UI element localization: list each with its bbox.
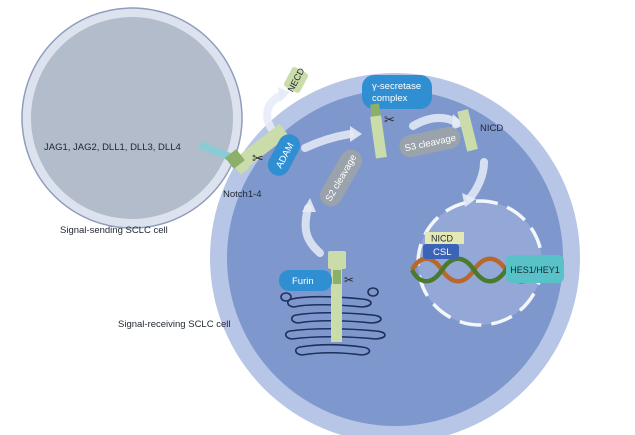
receptor-label: Notch1-4 bbox=[223, 189, 262, 200]
nicd-free-label: NICD bbox=[480, 123, 503, 134]
furin-enzyme bbox=[279, 270, 332, 291]
gamma-secretase-complex bbox=[362, 75, 432, 109]
sending-cell-cytoplasm bbox=[31, 17, 233, 219]
necd-fragment: NECD bbox=[283, 66, 309, 94]
notch-receptor-body bbox=[233, 123, 289, 172]
receiving-cell-label: Signal-receiving SCLC cell bbox=[118, 319, 230, 330]
furin-label: Furin bbox=[292, 276, 314, 287]
golgi-receptor-joint bbox=[333, 270, 341, 284]
gamma-secretase-label-1: γ-secretase bbox=[372, 81, 421, 92]
adam-enzyme: ADAM bbox=[267, 134, 301, 176]
golgi-receptor-body bbox=[331, 262, 342, 342]
s3-cleavage-step bbox=[399, 126, 461, 158]
scissors-icon: ✂ bbox=[344, 273, 354, 287]
nicd-bound bbox=[425, 232, 464, 244]
scissors-icon: ✂ bbox=[384, 112, 395, 127]
cleaved-receptor-body bbox=[370, 115, 387, 159]
csl-protein bbox=[423, 244, 459, 259]
nicd-bound-label: NICD bbox=[431, 234, 453, 244]
scissors-icon: ✂ bbox=[252, 150, 264, 166]
hes-hey-label: HES1/HEY1 bbox=[510, 265, 560, 275]
gamma-secretase-label-2: complex bbox=[372, 93, 408, 104]
csl-label: CSL bbox=[433, 247, 451, 258]
sending-cell-label: Signal-sending SCLC cell bbox=[60, 225, 168, 236]
notch-extracellular bbox=[225, 149, 245, 169]
nicd-free bbox=[457, 109, 478, 152]
hes-hey-target-genes bbox=[506, 255, 564, 283]
cleaved-receptor-top bbox=[370, 103, 381, 119]
golgi-receptor-top bbox=[328, 251, 346, 269]
ligands-label: JAG1, JAG2, DLL1, DLL3, DLL4 bbox=[44, 142, 181, 153]
